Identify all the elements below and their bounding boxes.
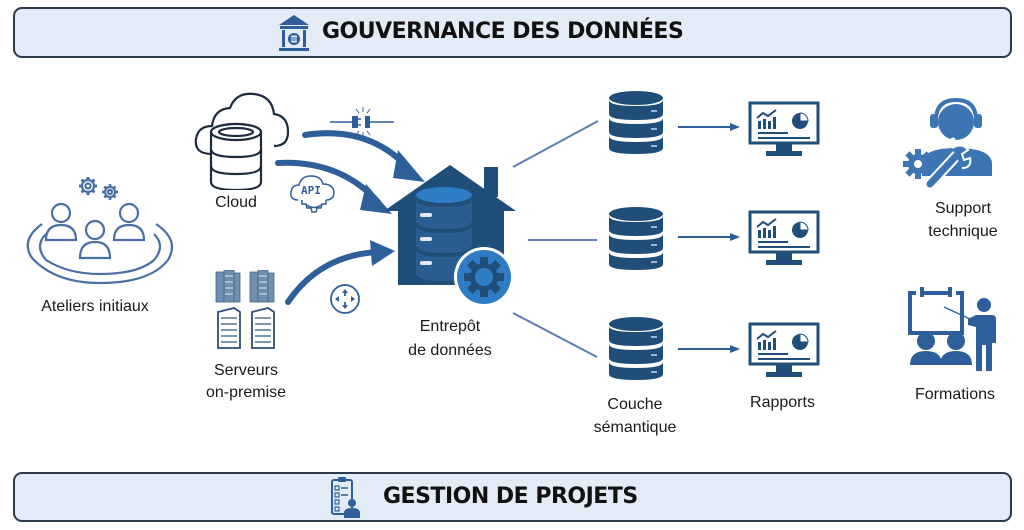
server-arrow xyxy=(285,249,381,305)
report-monitor-icon-2 xyxy=(748,210,820,273)
governance-banner: GOUVERNANCE DES DONNÉES xyxy=(13,7,1012,58)
support-agent-icon xyxy=(900,92,1000,193)
serveurs-label-line1: Serveurs xyxy=(213,362,279,379)
support-label-line2: technique xyxy=(928,223,998,240)
entrepot-label-line1: Entrepôt xyxy=(419,318,481,335)
link-semantic-1 xyxy=(512,120,599,168)
server-racks-icon xyxy=(212,269,282,355)
support-label-line1: Support xyxy=(934,200,992,217)
project-checklist-icon xyxy=(329,476,361,523)
bank-building-icon xyxy=(276,13,312,58)
couche-label-line1: Couche xyxy=(607,396,663,413)
api-cloud-icon: API xyxy=(288,172,338,221)
project-management-banner: GESTION DE PROJETS xyxy=(13,472,1012,522)
cloud-database-icon xyxy=(192,84,292,195)
cloud-label: Cloud xyxy=(215,194,257,211)
api-text: API xyxy=(301,184,321,197)
report-monitor-icon-3 xyxy=(748,322,820,385)
entrepot-label-line2: de données xyxy=(408,342,492,359)
formations-label: Formations xyxy=(914,386,996,403)
semantic-db-icon-1 xyxy=(607,90,665,161)
semantic-db-icon-2 xyxy=(607,206,665,277)
data-warehouse-icon xyxy=(384,165,524,315)
semantic-db-icon-3 xyxy=(607,316,665,387)
link-semantic-3 xyxy=(512,312,598,358)
serveurs-label-line2: on-premise xyxy=(205,384,287,401)
rapports-label: Rapports xyxy=(750,394,815,411)
project-management-title: GESTION DE PROJETS xyxy=(383,484,638,509)
ateliers-label: Ateliers initiaux xyxy=(41,298,149,315)
cloud-arrow-lower-head xyxy=(360,184,392,214)
cloud-arrow-upper-head xyxy=(393,150,425,182)
couche-label-line2: sémantique xyxy=(593,419,677,436)
governance-title: GOUVERNANCE DES DONNÉES xyxy=(322,19,684,44)
training-icon xyxy=(906,283,1002,376)
server-arrow-head xyxy=(370,240,395,266)
plug-connector-icon xyxy=(328,104,396,145)
report-monitor-icon-1 xyxy=(748,101,820,164)
workshop-group-icon xyxy=(20,168,180,298)
router-icon xyxy=(329,283,361,320)
